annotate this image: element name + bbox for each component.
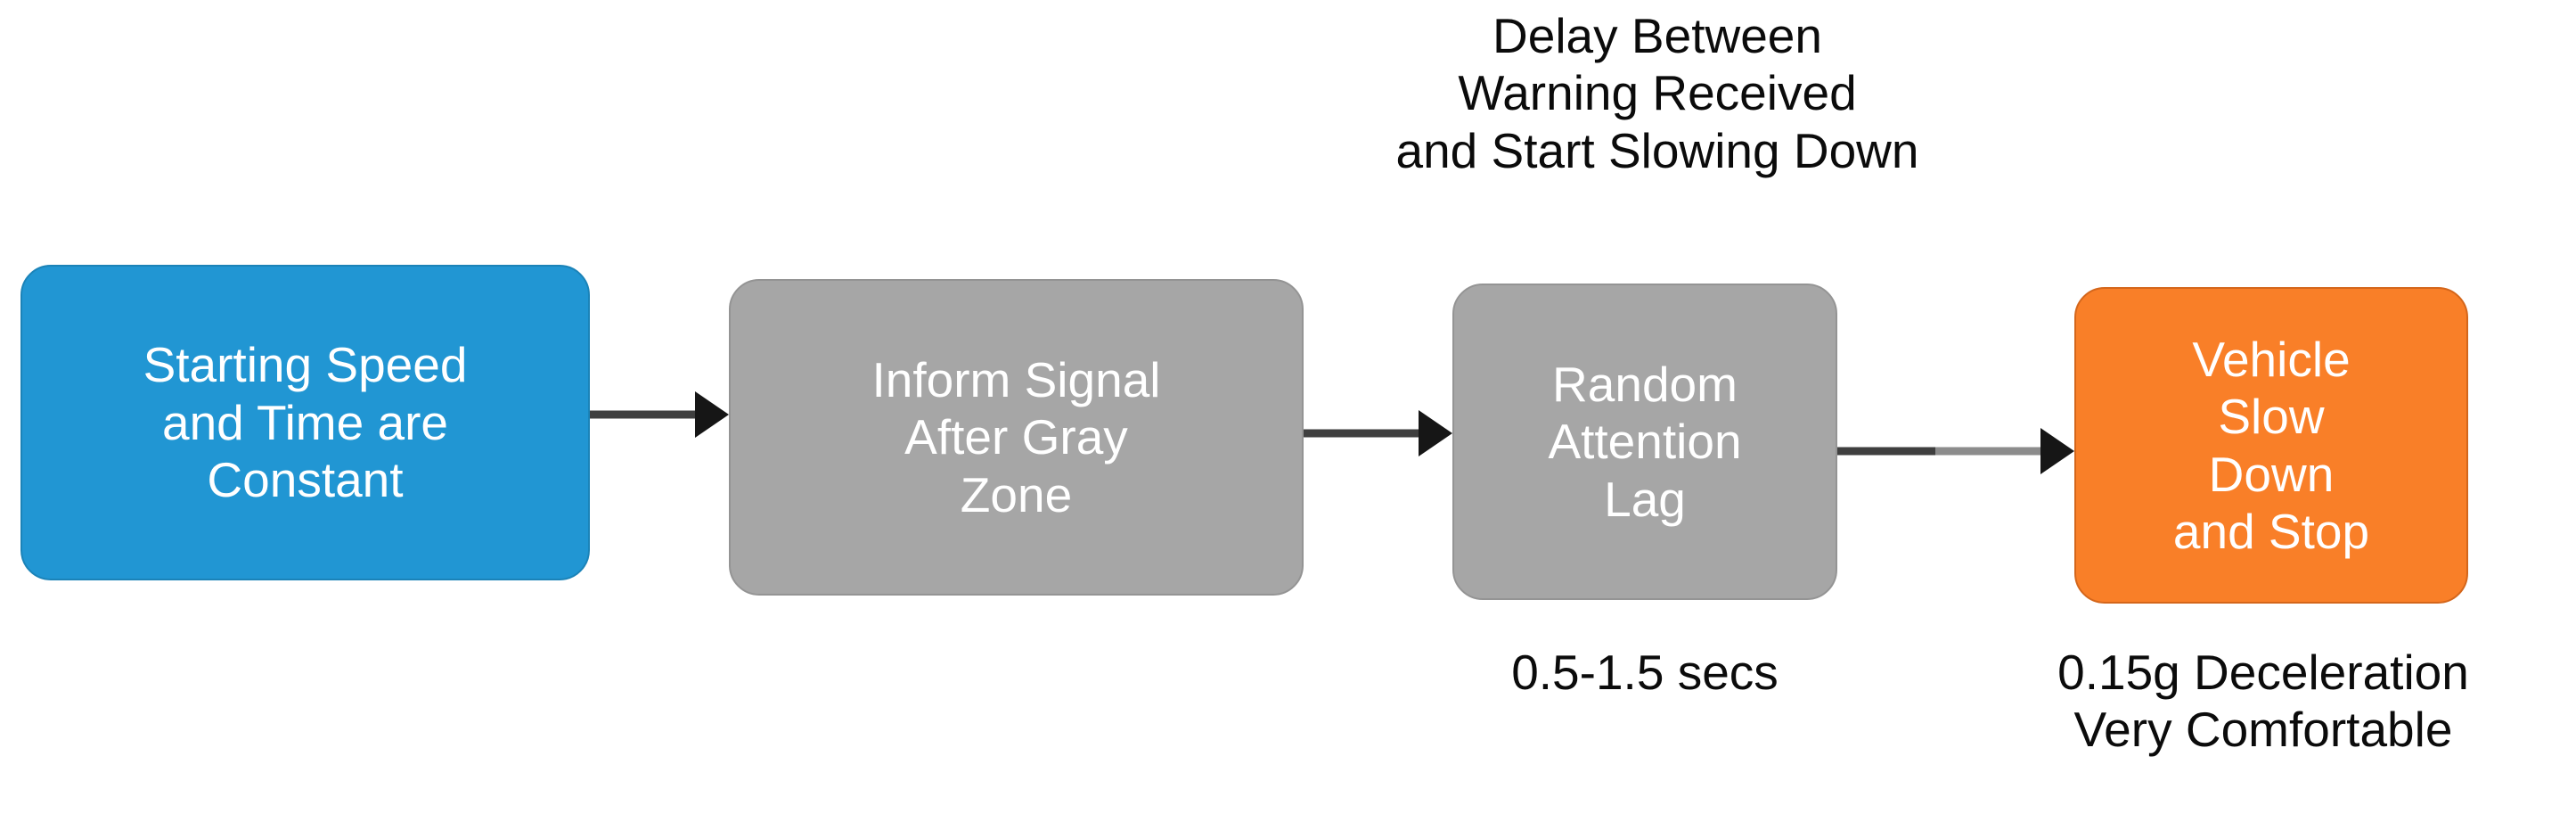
arrow-inform-to-attention: [1304, 409, 1452, 456]
arrow-attention-to-vehicle: [1837, 427, 2074, 474]
node-vehicle-stop-label: Vehicle Slow Down and Stop: [2172, 331, 2370, 559]
annotation-delay-between-warning: Delay Between Warning Received and Start…: [1395, 8, 1919, 178]
arrow-shaft-faded: [1935, 447, 2044, 455]
annotation-deceleration-comfort: 0.15g Deceleration Very Comfortable: [2057, 645, 2469, 758]
arrowhead-icon: [695, 390, 729, 438]
arrow-shaft: [1837, 447, 1935, 455]
arrow-shaft: [1304, 429, 1422, 437]
node-starting-conditions[interactable]: Starting Speed and Time are Constant: [20, 265, 590, 580]
annotation-lag-duration: 0.5-1.5 secs: [1511, 645, 1779, 700]
node-vehicle-stop[interactable]: Vehicle Slow Down and Stop: [2074, 287, 2468, 604]
node-inform-signal-label: Inform Signal After Gray Zone: [871, 351, 1161, 522]
node-inform-signal[interactable]: Inform Signal After Gray Zone: [729, 279, 1304, 596]
node-starting-conditions-label: Starting Speed and Time are Constant: [143, 337, 468, 508]
arrow-starting-to-inform: [590, 390, 729, 438]
node-attention-lag-label: Random Attention Lag: [1548, 356, 1742, 527]
arrowhead-icon: [1419, 409, 1452, 456]
arrowhead-icon: [2040, 427, 2074, 474]
node-attention-lag[interactable]: Random Attention Lag: [1452, 284, 1837, 600]
arrow-shaft: [590, 410, 699, 418]
